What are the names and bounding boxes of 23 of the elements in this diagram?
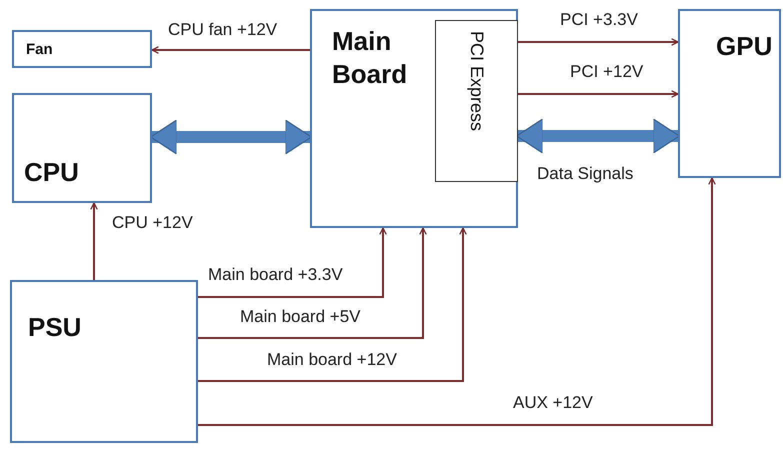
edge-label: Data Signals — [535, 164, 636, 184]
pci-express-slot — [435, 20, 518, 182]
arrow — [198, 227, 387, 298]
node-label: Fan — [26, 41, 53, 58]
node-label: CPU — [24, 157, 79, 188]
node-label: PCI Express — [466, 31, 487, 132]
arrow — [151, 46, 310, 54]
main-board-box — [310, 9, 518, 228]
cpu-box — [12, 93, 152, 203]
double-arrow — [516, 122, 680, 150]
gpu-box — [678, 9, 781, 178]
fan-box — [12, 30, 152, 68]
double-arrow — [150, 123, 312, 151]
psu-box — [10, 280, 198, 443]
arrow — [198, 227, 467, 382]
node-label: GPU — [716, 31, 772, 62]
node-label: Main Board — [332, 25, 408, 90]
arrow — [198, 227, 427, 339]
arrow — [90, 202, 98, 280]
arrow — [518, 38, 679, 46]
node-label: PSU — [28, 312, 82, 343]
arrow — [518, 90, 679, 98]
arrow — [198, 177, 716, 426]
